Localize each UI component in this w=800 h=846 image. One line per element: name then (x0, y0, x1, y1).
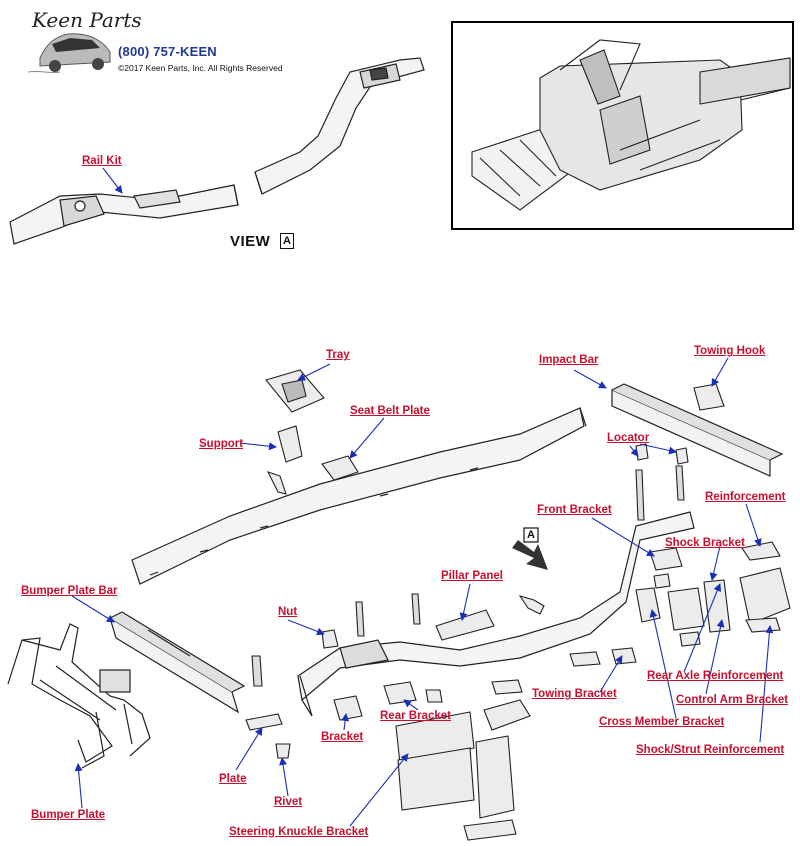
label-towing-bracket[interactable]: Towing Bracket (532, 688, 617, 700)
label-rivet[interactable]: Rivet (274, 796, 303, 808)
label-pillar-panel[interactable]: Pillar Panel (441, 570, 504, 582)
shock-bracket-part (703, 579, 731, 633)
label-impact-bar[interactable]: Impact Bar (539, 354, 599, 366)
label-tray[interactable]: Tray (326, 349, 350, 361)
label-shock-bracket[interactable]: Shock Bracket (665, 537, 745, 549)
small-parts-drawing (245, 369, 791, 841)
label-shock-strut-reinforcement[interactable]: Shock/Strut Reinforcement (636, 744, 785, 756)
label-rear-axle-reinforcement[interactable]: Rear Axle Reinforcement (647, 670, 784, 682)
bumper-plate-drawing (7, 623, 151, 769)
arrow-letter: A (527, 529, 535, 541)
label-front-bracket[interactable]: Front Bracket (537, 504, 612, 516)
phone-number[interactable]: (800) 757-KEEN (118, 44, 217, 59)
view-a-arrow (512, 527, 548, 570)
label-rail-kit[interactable]: Rail Kit (82, 155, 122, 167)
keen-parts-logo (27, 33, 111, 74)
view-label: VIEW (230, 233, 271, 250)
label-bumper-plate[interactable]: Bumper Plate (31, 809, 106, 821)
label-plate[interactable]: Plate (219, 773, 247, 785)
label-nut[interactable]: Nut (278, 606, 298, 618)
support-part (277, 425, 303, 463)
rivet-part (275, 743, 291, 759)
bracket-part (333, 695, 363, 721)
label-bumper-plate-bar[interactable]: Bumper Plate Bar (21, 585, 118, 597)
seat-belt-plate-part (321, 455, 359, 481)
inset-view-frame (451, 21, 794, 230)
front-bracket-part (649, 547, 683, 571)
rail-kit-drawing (9, 57, 425, 245)
view-letter: A (280, 233, 294, 249)
inset-frame-drawing (471, 39, 791, 211)
pillar-panel-part (435, 609, 495, 641)
rear-bracket-part (383, 681, 417, 705)
leader-lines (71, 167, 774, 827)
nut-part (321, 629, 339, 649)
label-bracket[interactable]: Bracket (321, 731, 364, 743)
label-control-arm-bracket[interactable]: Control Arm Bracket (676, 694, 789, 706)
reinforcement-part (741, 541, 781, 561)
label-towing-hook[interactable]: Towing Hook (694, 345, 766, 357)
copyright: ©2017 Keen Parts, Inc. All Rights Reserv… (118, 63, 283, 73)
label-seat-belt-plate[interactable]: Seat Belt Plate (350, 405, 430, 417)
main-frame-drawing (131, 407, 695, 717)
plate-part (245, 713, 283, 731)
label-cross-member-bracket[interactable]: Cross Member Bracket (599, 716, 725, 728)
towing-hook-part (693, 383, 725, 411)
towing-bracket-part (569, 651, 601, 667)
bumper-plate-bar-drawing (108, 611, 246, 714)
impact-bar-drawing (611, 383, 784, 477)
logo: Keen Parts (24, 8, 142, 78)
label-support[interactable]: Support (199, 438, 244, 450)
cross-member-part (635, 587, 661, 623)
label-locator[interactable]: Locator (607, 432, 650, 444)
label-steering-knuckle-bracket[interactable]: Steering Knuckle Bracket (229, 826, 369, 838)
label-rear-bracket[interactable]: Rear Bracket (380, 710, 451, 722)
logo-text: Keen Parts (32, 8, 142, 32)
label-reinforcement[interactable]: Reinforcement (705, 491, 786, 503)
